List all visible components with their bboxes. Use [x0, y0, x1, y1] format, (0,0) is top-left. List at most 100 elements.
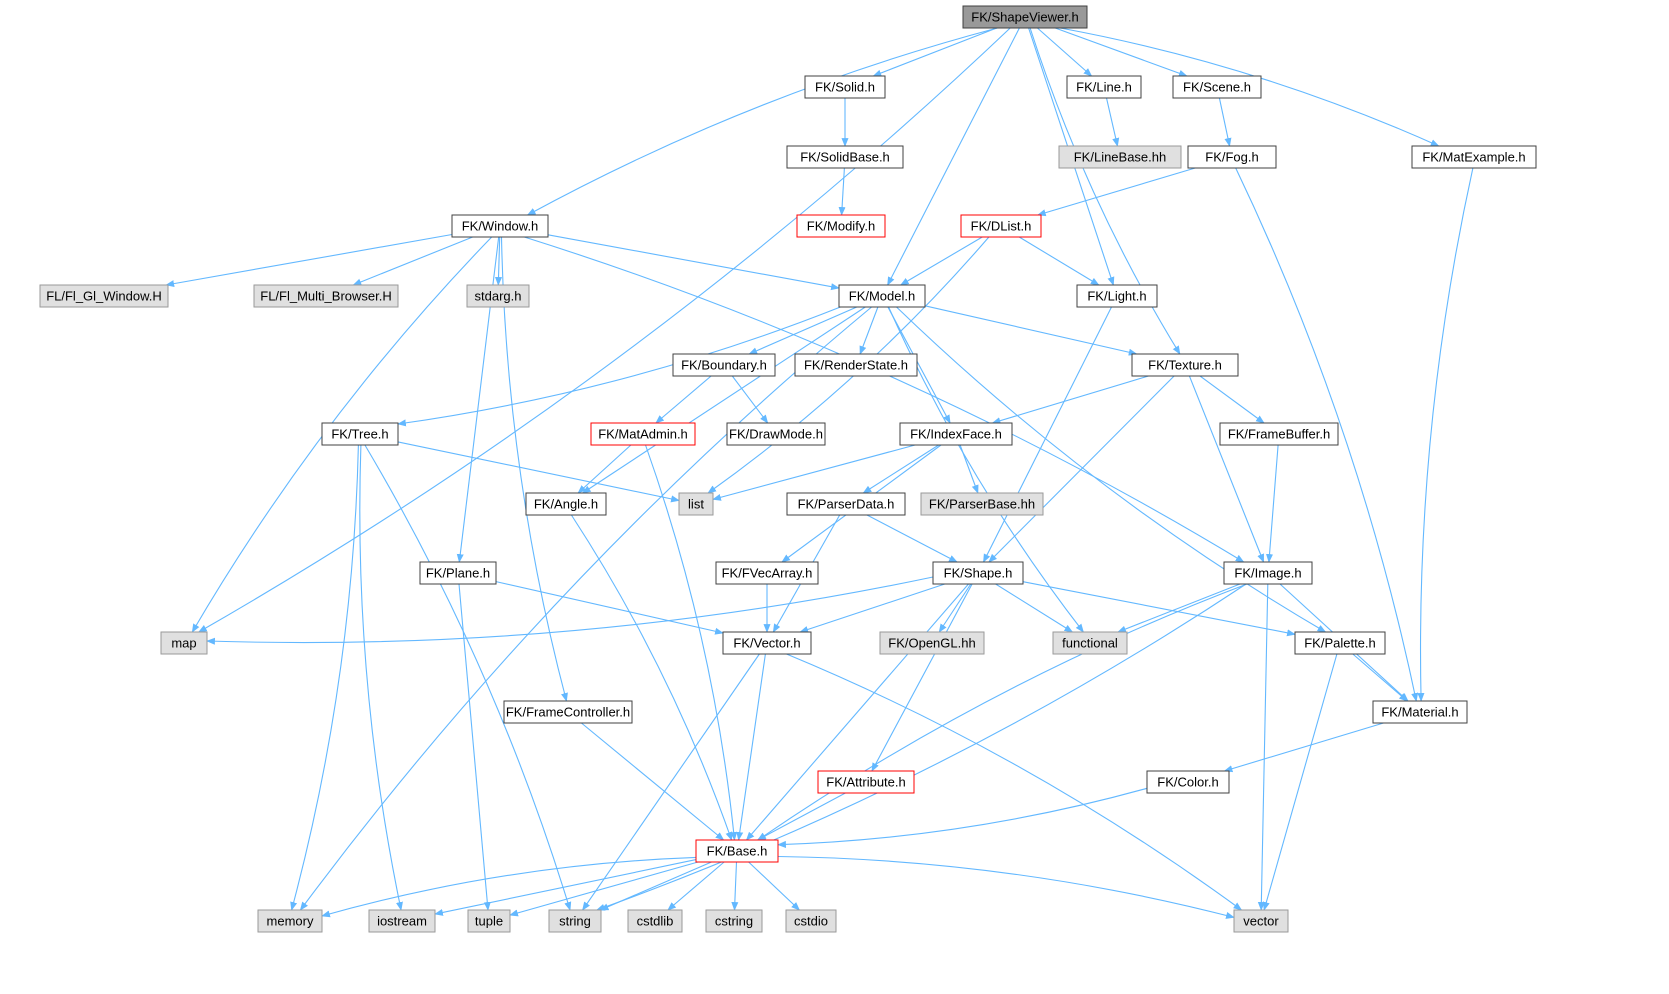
- node-opengl-box: [879, 631, 985, 655]
- node-indexface[interactable]: FK/IndexFace.h: [899, 422, 1013, 446]
- edge-model-to-boundary: [748, 306, 858, 355]
- node-material-box[interactable]: [1372, 700, 1468, 724]
- node-linebase-box: [1058, 145, 1182, 169]
- node-palette-box[interactable]: [1294, 631, 1386, 655]
- node-renderstate-box[interactable]: [794, 353, 918, 377]
- node-window[interactable]: FK/Window.h: [451, 214, 549, 238]
- edge-base-to-memory: [321, 856, 697, 918]
- node-shape[interactable]: FK/Shape.h: [932, 561, 1024, 585]
- node-texture[interactable]: FK/Texture.h: [1131, 353, 1239, 377]
- edge-palette-to-vector: [1262, 653, 1338, 911]
- node-color-box[interactable]: [1146, 770, 1230, 794]
- node-framecontroller[interactable]: FK/FrameController.h: [503, 700, 633, 724]
- node-palette[interactable]: FK/Palette.h: [1294, 631, 1386, 655]
- node-base[interactable]: FK/Base.h: [695, 839, 779, 863]
- edge-texture-to-shape: [988, 375, 1175, 563]
- node-light-box[interactable]: [1076, 284, 1158, 308]
- node-scene-box[interactable]: [1172, 75, 1262, 99]
- node-model[interactable]: FK/Model.h: [838, 284, 926, 308]
- node-light-label: FK/Light.h: [1087, 289, 1146, 304]
- node-matexample[interactable]: FK/MatExample.h: [1411, 145, 1537, 169]
- node-material[interactable]: FK/Material.h: [1372, 700, 1468, 724]
- node-tree[interactable]: FK/Tree.h: [321, 422, 399, 446]
- node-list: list: [678, 492, 714, 516]
- node-plane-label: FK/Plane.h: [426, 566, 490, 581]
- node-plane[interactable]: FK/Plane.h: [419, 561, 497, 585]
- node-texture-box[interactable]: [1131, 353, 1239, 377]
- node-boundary-box[interactable]: [672, 353, 776, 377]
- node-solidbase-box[interactable]: [786, 145, 904, 169]
- node-fog-box[interactable]: [1187, 145, 1277, 169]
- node-light[interactable]: FK/Light.h: [1076, 284, 1158, 308]
- edge-tree-to-memory: [290, 444, 359, 911]
- node-cstdlib: cstdlib: [627, 909, 683, 933]
- node-flglwindow: FL/Fl_Gl_Window.H: [39, 284, 169, 308]
- node-attribute-box[interactable]: [817, 770, 915, 794]
- node-solid-box[interactable]: [804, 75, 886, 99]
- edge-dlist-to-light: [1018, 236, 1100, 286]
- edge-image-to-vector: [1257, 583, 1269, 911]
- node-dlist-box[interactable]: [960, 214, 1042, 238]
- node-matadmin[interactable]: FK/MatAdmin.h: [590, 422, 696, 446]
- node-drawmode[interactable]: FK/DrawMode.h: [726, 422, 826, 446]
- node-matadmin-box[interactable]: [590, 422, 696, 446]
- node-list-label: list: [688, 497, 704, 512]
- node-dlist[interactable]: FK/DList.h: [960, 214, 1042, 238]
- node-window-box[interactable]: [451, 214, 549, 238]
- node-framecontroller-box[interactable]: [503, 700, 633, 724]
- node-matexample-box[interactable]: [1411, 145, 1537, 169]
- node-solidbase[interactable]: FK/SolidBase.h: [786, 145, 904, 169]
- edge-shapeviewer-to-scene: [1055, 27, 1188, 77]
- node-attribute[interactable]: FK/Attribute.h: [817, 770, 915, 794]
- node-renderstate[interactable]: FK/RenderState.h: [794, 353, 918, 377]
- node-modify-box[interactable]: [796, 214, 886, 238]
- node-drawmode-box[interactable]: [726, 422, 826, 446]
- edge-material-to-color: [1223, 722, 1384, 773]
- node-fvecarray-box[interactable]: [715, 561, 819, 585]
- node-line-box[interactable]: [1066, 75, 1142, 99]
- node-parserdata-box[interactable]: [786, 492, 906, 516]
- node-flglwindow-label: FL/Fl_Gl_Window.H: [46, 289, 162, 304]
- node-indexface-box[interactable]: [899, 422, 1013, 446]
- node-fog[interactable]: FK/Fog.h: [1187, 145, 1277, 169]
- edge-shapeviewer-to-map: [198, 27, 1011, 633]
- edge-vector_h-to-string: [582, 653, 760, 911]
- node-model-box[interactable]: [838, 284, 926, 308]
- node-cstring-label: cstring: [715, 914, 753, 929]
- node-fvecarray[interactable]: FK/FVecArray.h: [715, 561, 819, 585]
- node-shapeviewer[interactable]: FK/ShapeViewer.h: [962, 5, 1088, 29]
- node-base-box[interactable]: [695, 839, 779, 863]
- edge-shape-to-vector_h: [799, 583, 945, 633]
- node-framebuffer-box[interactable]: [1219, 422, 1339, 446]
- node-tree-box[interactable]: [321, 422, 399, 446]
- node-color[interactable]: FK/Color.h: [1146, 770, 1230, 794]
- node-boundary[interactable]: FK/Boundary.h: [672, 353, 776, 377]
- node-shapeviewer-box[interactable]: [962, 5, 1088, 29]
- node-parserdata[interactable]: FK/ParserData.h: [786, 492, 906, 516]
- node-vector_h[interactable]: FK/Vector.h: [722, 631, 812, 655]
- edge-shape-to-attribute: [871, 583, 973, 772]
- node-shape-box[interactable]: [932, 561, 1024, 585]
- node-map: map: [160, 631, 208, 655]
- edge-shape-to-base: [745, 583, 969, 841]
- node-image-box[interactable]: [1223, 561, 1313, 585]
- node-line-label: FK/Line.h: [1076, 80, 1132, 95]
- node-plane-box[interactable]: [419, 561, 497, 585]
- edge-window-to-stdarg: [495, 236, 503, 286]
- node-angle-box[interactable]: [525, 492, 607, 516]
- node-line[interactable]: FK/Line.h: [1066, 75, 1142, 99]
- node-modify[interactable]: FK/Modify.h: [796, 214, 886, 238]
- edge-fog-to-dlist: [1036, 167, 1196, 217]
- node-scene[interactable]: FK/Scene.h: [1172, 75, 1262, 99]
- node-angle-label: FK/Angle.h: [534, 497, 598, 512]
- edge-model-to-angle: [581, 306, 866, 494]
- node-angle[interactable]: FK/Angle.h: [525, 492, 607, 516]
- nodes-layer: FK/ShapeViewer.hFK/Solid.h FK/Line.h FK/Sc…: [39, 5, 1537, 933]
- node-framebuffer[interactable]: FK/FrameBuffer.h: [1219, 422, 1339, 446]
- edge-indexface-to-list: [712, 444, 916, 501]
- node-string-label: string: [559, 914, 591, 929]
- node-solid[interactable]: FK/Solid.h: [804, 75, 886, 99]
- node-linebase-label: FK/LineBase.hh: [1074, 150, 1167, 165]
- node-vector_h-box[interactable]: [722, 631, 812, 655]
- node-image[interactable]: FK/Image.h: [1223, 561, 1313, 585]
